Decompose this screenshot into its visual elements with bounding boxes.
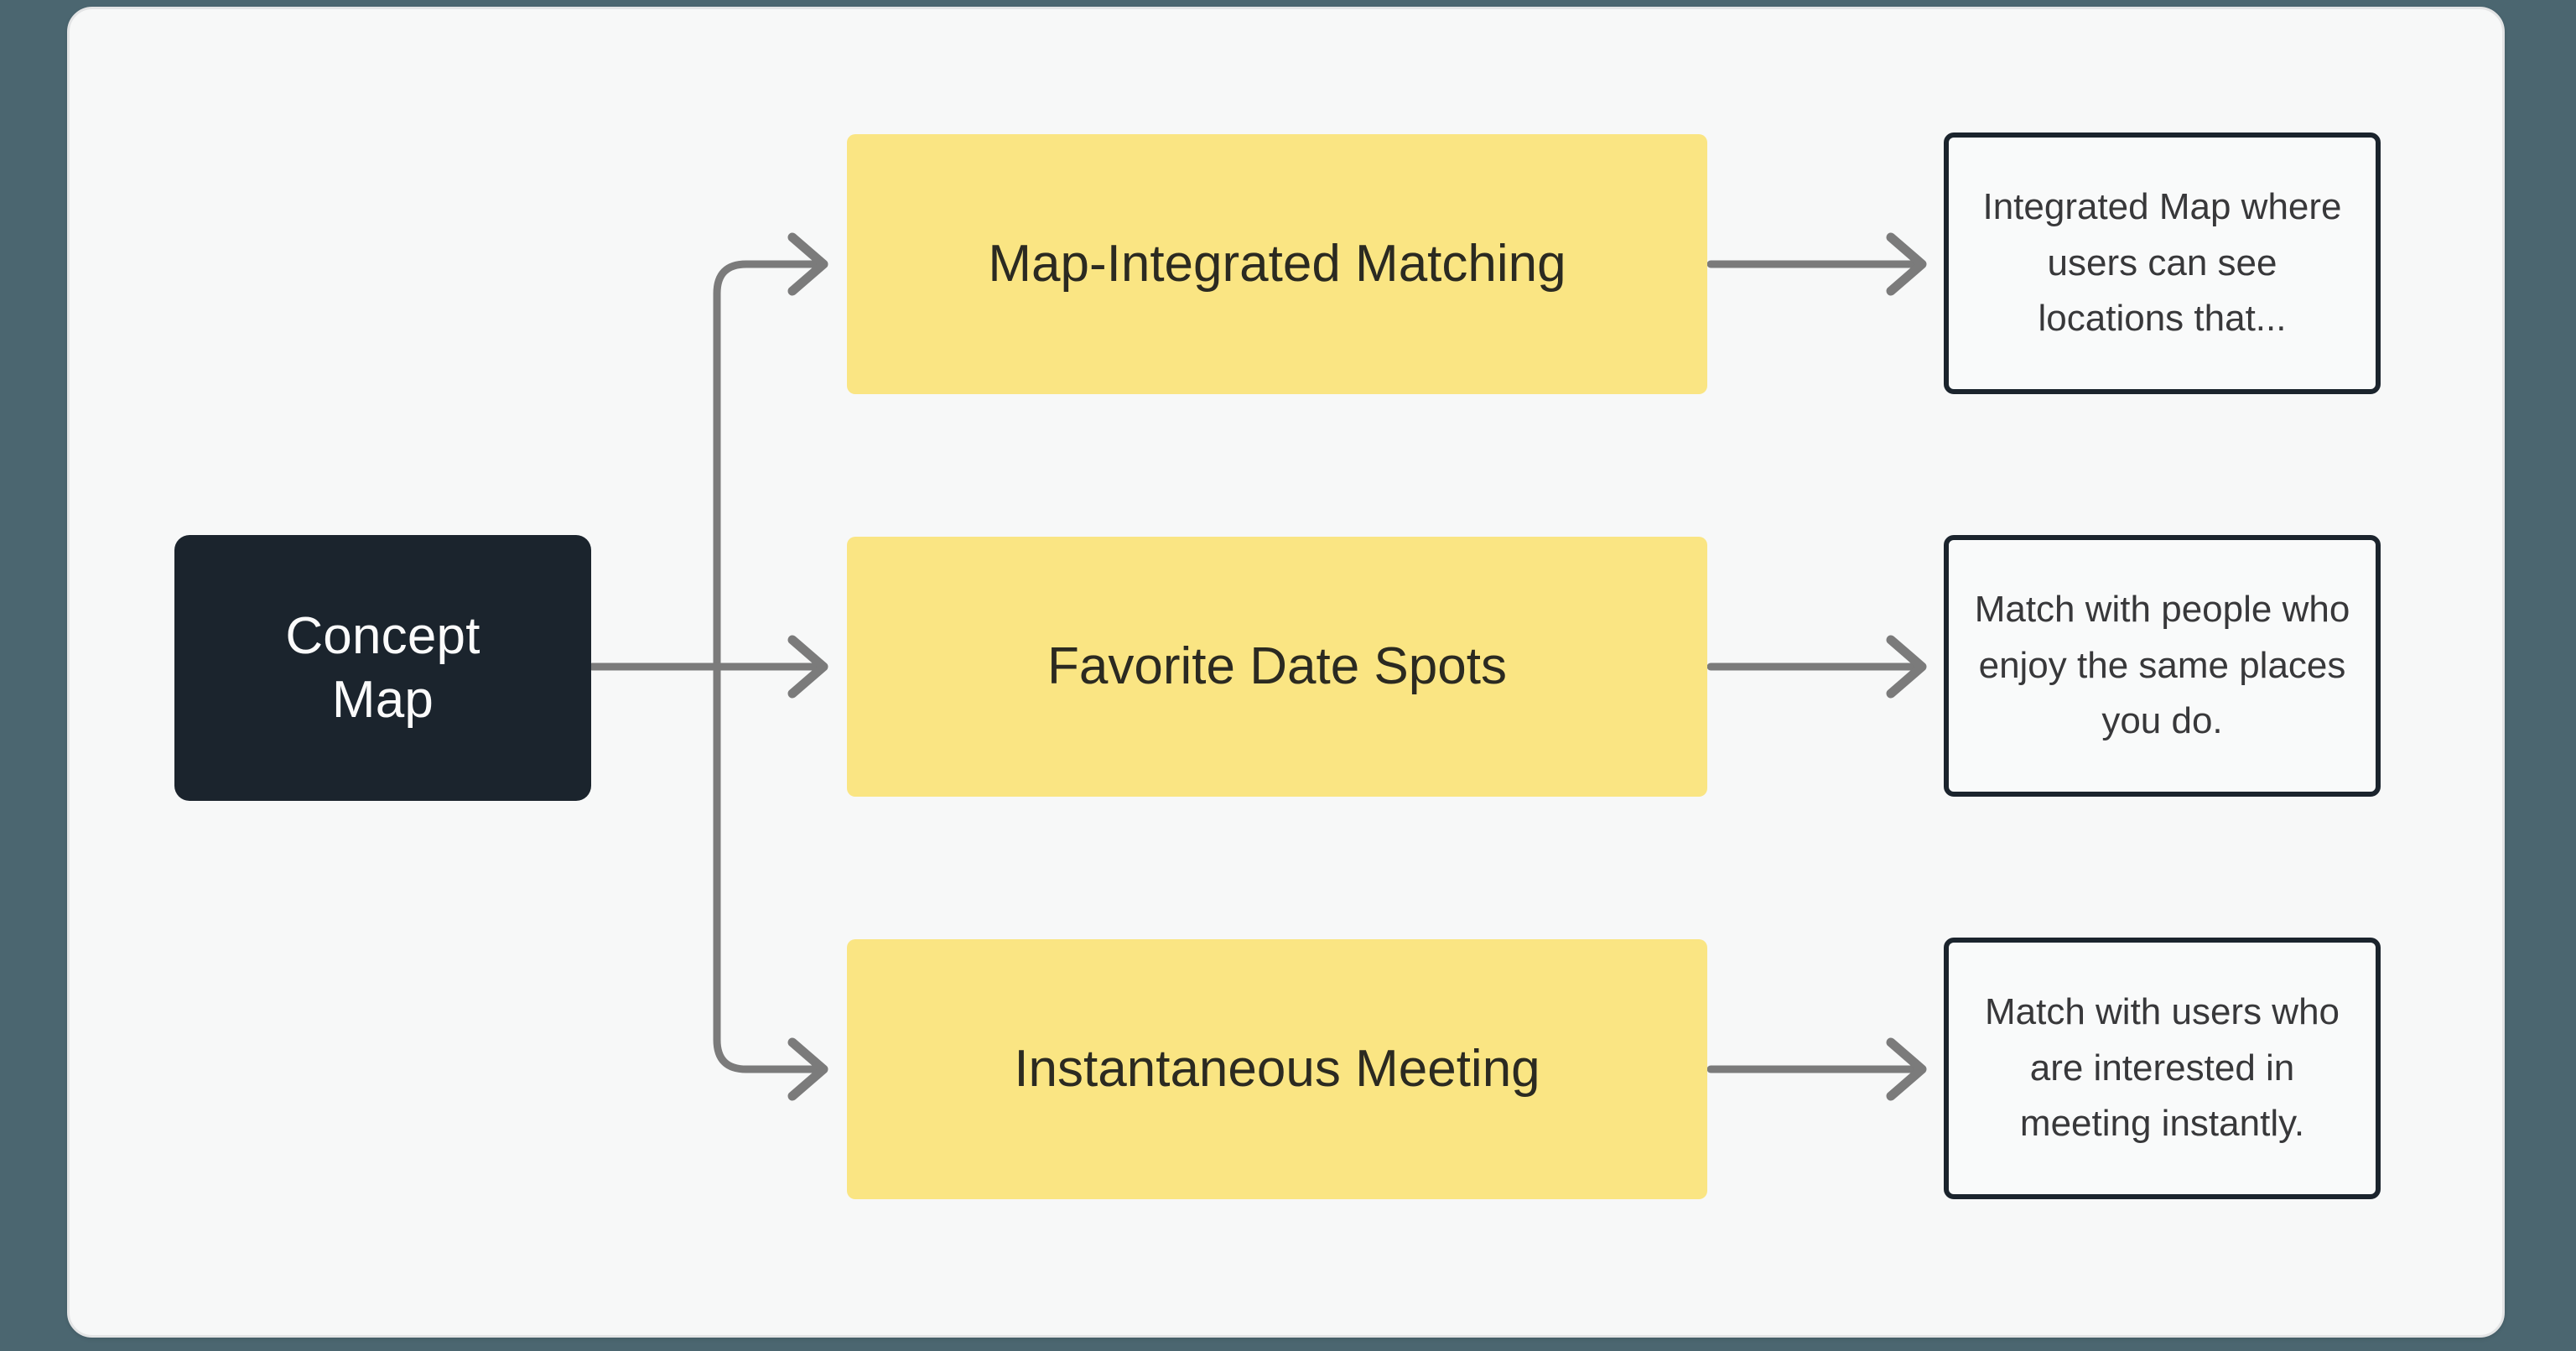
arrowhead-branch-2-to-desc-2 [1886,1037,1927,1101]
node-description-map-integrated-matching[interactable]: Integrated Map where users can see locat… [1944,133,2381,394]
arrowhead-branch-1-to-desc-1 [1886,635,1927,699]
root-label-line-2: Map [331,670,434,729]
node-branch-favorite-date-spots[interactable]: Favorite Date Spots [847,537,1707,797]
node-concept-map-root-label: Concept Map [263,605,501,731]
root-label-line-1: Concept [285,606,480,665]
node-description-2-label: Match with users who are interested in m… [1984,990,2340,1145]
edge-root-to-branch-0 [713,260,822,671]
node-description-instantaneous-meeting[interactable]: Match with users who are interested in m… [1944,938,2381,1199]
node-description-favorite-date-spots[interactable]: Match with people who enjoy the same pla… [1944,535,2381,797]
node-branch-0-label: Map-Integrated Matching [988,234,1566,293]
node-concept-map-root[interactable]: Concept Map [174,535,591,801]
node-branch-map-integrated-matching[interactable]: Map-Integrated Matching [847,134,1707,394]
edge-root-to-branch-2 [713,663,822,1073]
node-branch-1-label: Favorite Date Spots [1047,637,1507,695]
arrowhead-root-to-branch-2 [787,1037,828,1101]
arrowhead-branch-0-to-desc-0 [1886,232,1927,296]
node-branch-2-label: Instantaneous Meeting [1014,1039,1540,1098]
arrowhead-root-to-branch-1 [787,635,828,699]
node-branch-instantaneous-meeting[interactable]: Instantaneous Meeting [847,939,1707,1199]
arrowhead-root-to-branch-0 [787,232,828,296]
node-description-1-label: Match with people who enjoy the same pla… [1974,588,2350,742]
node-description-0-label: Integrated Map where users can see locat… [1982,185,2342,340]
